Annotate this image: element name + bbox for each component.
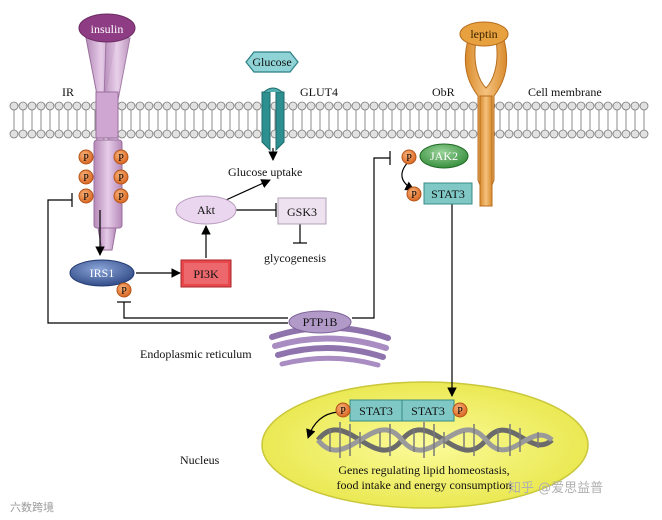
obr-label: ObR bbox=[432, 85, 455, 99]
glut4-label: GLUT4 bbox=[300, 85, 338, 99]
leptin-label: leptin bbox=[470, 27, 497, 41]
glut4-transporter bbox=[262, 88, 284, 150]
akt-label: Akt bbox=[197, 203, 216, 217]
ptp1b-label: PTP1B bbox=[303, 315, 338, 329]
ptp1b-node: PTP1B bbox=[289, 311, 351, 333]
svg-text:P: P bbox=[118, 173, 124, 184]
ir-phospho-r2: P bbox=[114, 170, 128, 184]
svg-text:P: P bbox=[457, 406, 463, 417]
svg-text:P: P bbox=[121, 286, 127, 297]
svg-text:P: P bbox=[118, 192, 124, 203]
endoplasmic-reticulum bbox=[272, 328, 388, 365]
svg-text:P: P bbox=[83, 192, 89, 203]
leptin-ligand: leptin bbox=[460, 22, 508, 46]
glucose-molecule: Glucose bbox=[246, 52, 298, 72]
glycogenesis-label: glycogenesis bbox=[264, 251, 326, 265]
glucose-label: Glucose bbox=[252, 55, 291, 69]
irs1-label: IRS1 bbox=[90, 266, 115, 280]
ir-phospho-r1: P bbox=[114, 150, 128, 164]
svg-text:P: P bbox=[411, 190, 417, 201]
svg-text:P: P bbox=[406, 153, 412, 164]
dimer-phospho-left: P bbox=[336, 403, 350, 417]
glucose-uptake-label: Glucose uptake bbox=[228, 165, 302, 179]
gsk3-label: GSK3 bbox=[287, 205, 317, 219]
svg-text:P: P bbox=[118, 153, 124, 164]
irs1-node: IRS1 bbox=[70, 260, 134, 286]
stat3-phospho: P bbox=[407, 187, 421, 201]
svg-text:P: P bbox=[83, 153, 89, 164]
ir-phospho-l1: P bbox=[79, 150, 93, 164]
stat3-dimer-right-label: STAT3 bbox=[411, 404, 445, 418]
watermark-left: 六数跨境 bbox=[10, 500, 54, 514]
akt-node: Akt bbox=[176, 196, 236, 224]
stat3-dimer-left-label: STAT3 bbox=[359, 404, 393, 418]
cell-membrane-label: Cell membrane bbox=[528, 85, 602, 99]
insulin-label: insulin bbox=[91, 22, 124, 36]
jak2-label: JAK2 bbox=[430, 149, 458, 163]
jak2-phospho: P bbox=[402, 150, 416, 164]
jak2-node: JAK2 bbox=[420, 144, 468, 168]
stat3-label: STAT3 bbox=[431, 187, 465, 201]
nucleus-label: Nucleus bbox=[180, 453, 220, 467]
genes-label-line1: Genes regulating lipid homeostasis, bbox=[338, 463, 509, 477]
gsk3-node: GSK3 bbox=[278, 198, 326, 224]
endoplasmic-reticulum-label: Endoplasmic reticulum bbox=[140, 347, 252, 361]
insulin-ligand: insulin bbox=[79, 14, 135, 42]
stat3-dimer: STAT3 STAT3 P P bbox=[336, 400, 467, 421]
ir-phospho-r3: P bbox=[114, 189, 128, 203]
ir-phospho-l2: P bbox=[79, 170, 93, 184]
ir-label: IR bbox=[62, 85, 74, 99]
svg-text:P: P bbox=[340, 406, 346, 417]
dimer-phospho-right: P bbox=[453, 403, 467, 417]
stat3-node: STAT3 bbox=[424, 183, 472, 204]
pi3k-node: PI3K bbox=[181, 260, 231, 287]
watermark-right: 知乎 @爱思益普 bbox=[508, 480, 603, 496]
insulin-receptor bbox=[86, 38, 130, 250]
svg-text:P: P bbox=[83, 173, 89, 184]
ir-phospho-l3: P bbox=[79, 189, 93, 203]
irs1-phospho: P bbox=[117, 283, 131, 297]
pi3k-label: PI3K bbox=[193, 267, 219, 281]
genes-label-line2: food intake and energy consumption bbox=[336, 478, 511, 492]
